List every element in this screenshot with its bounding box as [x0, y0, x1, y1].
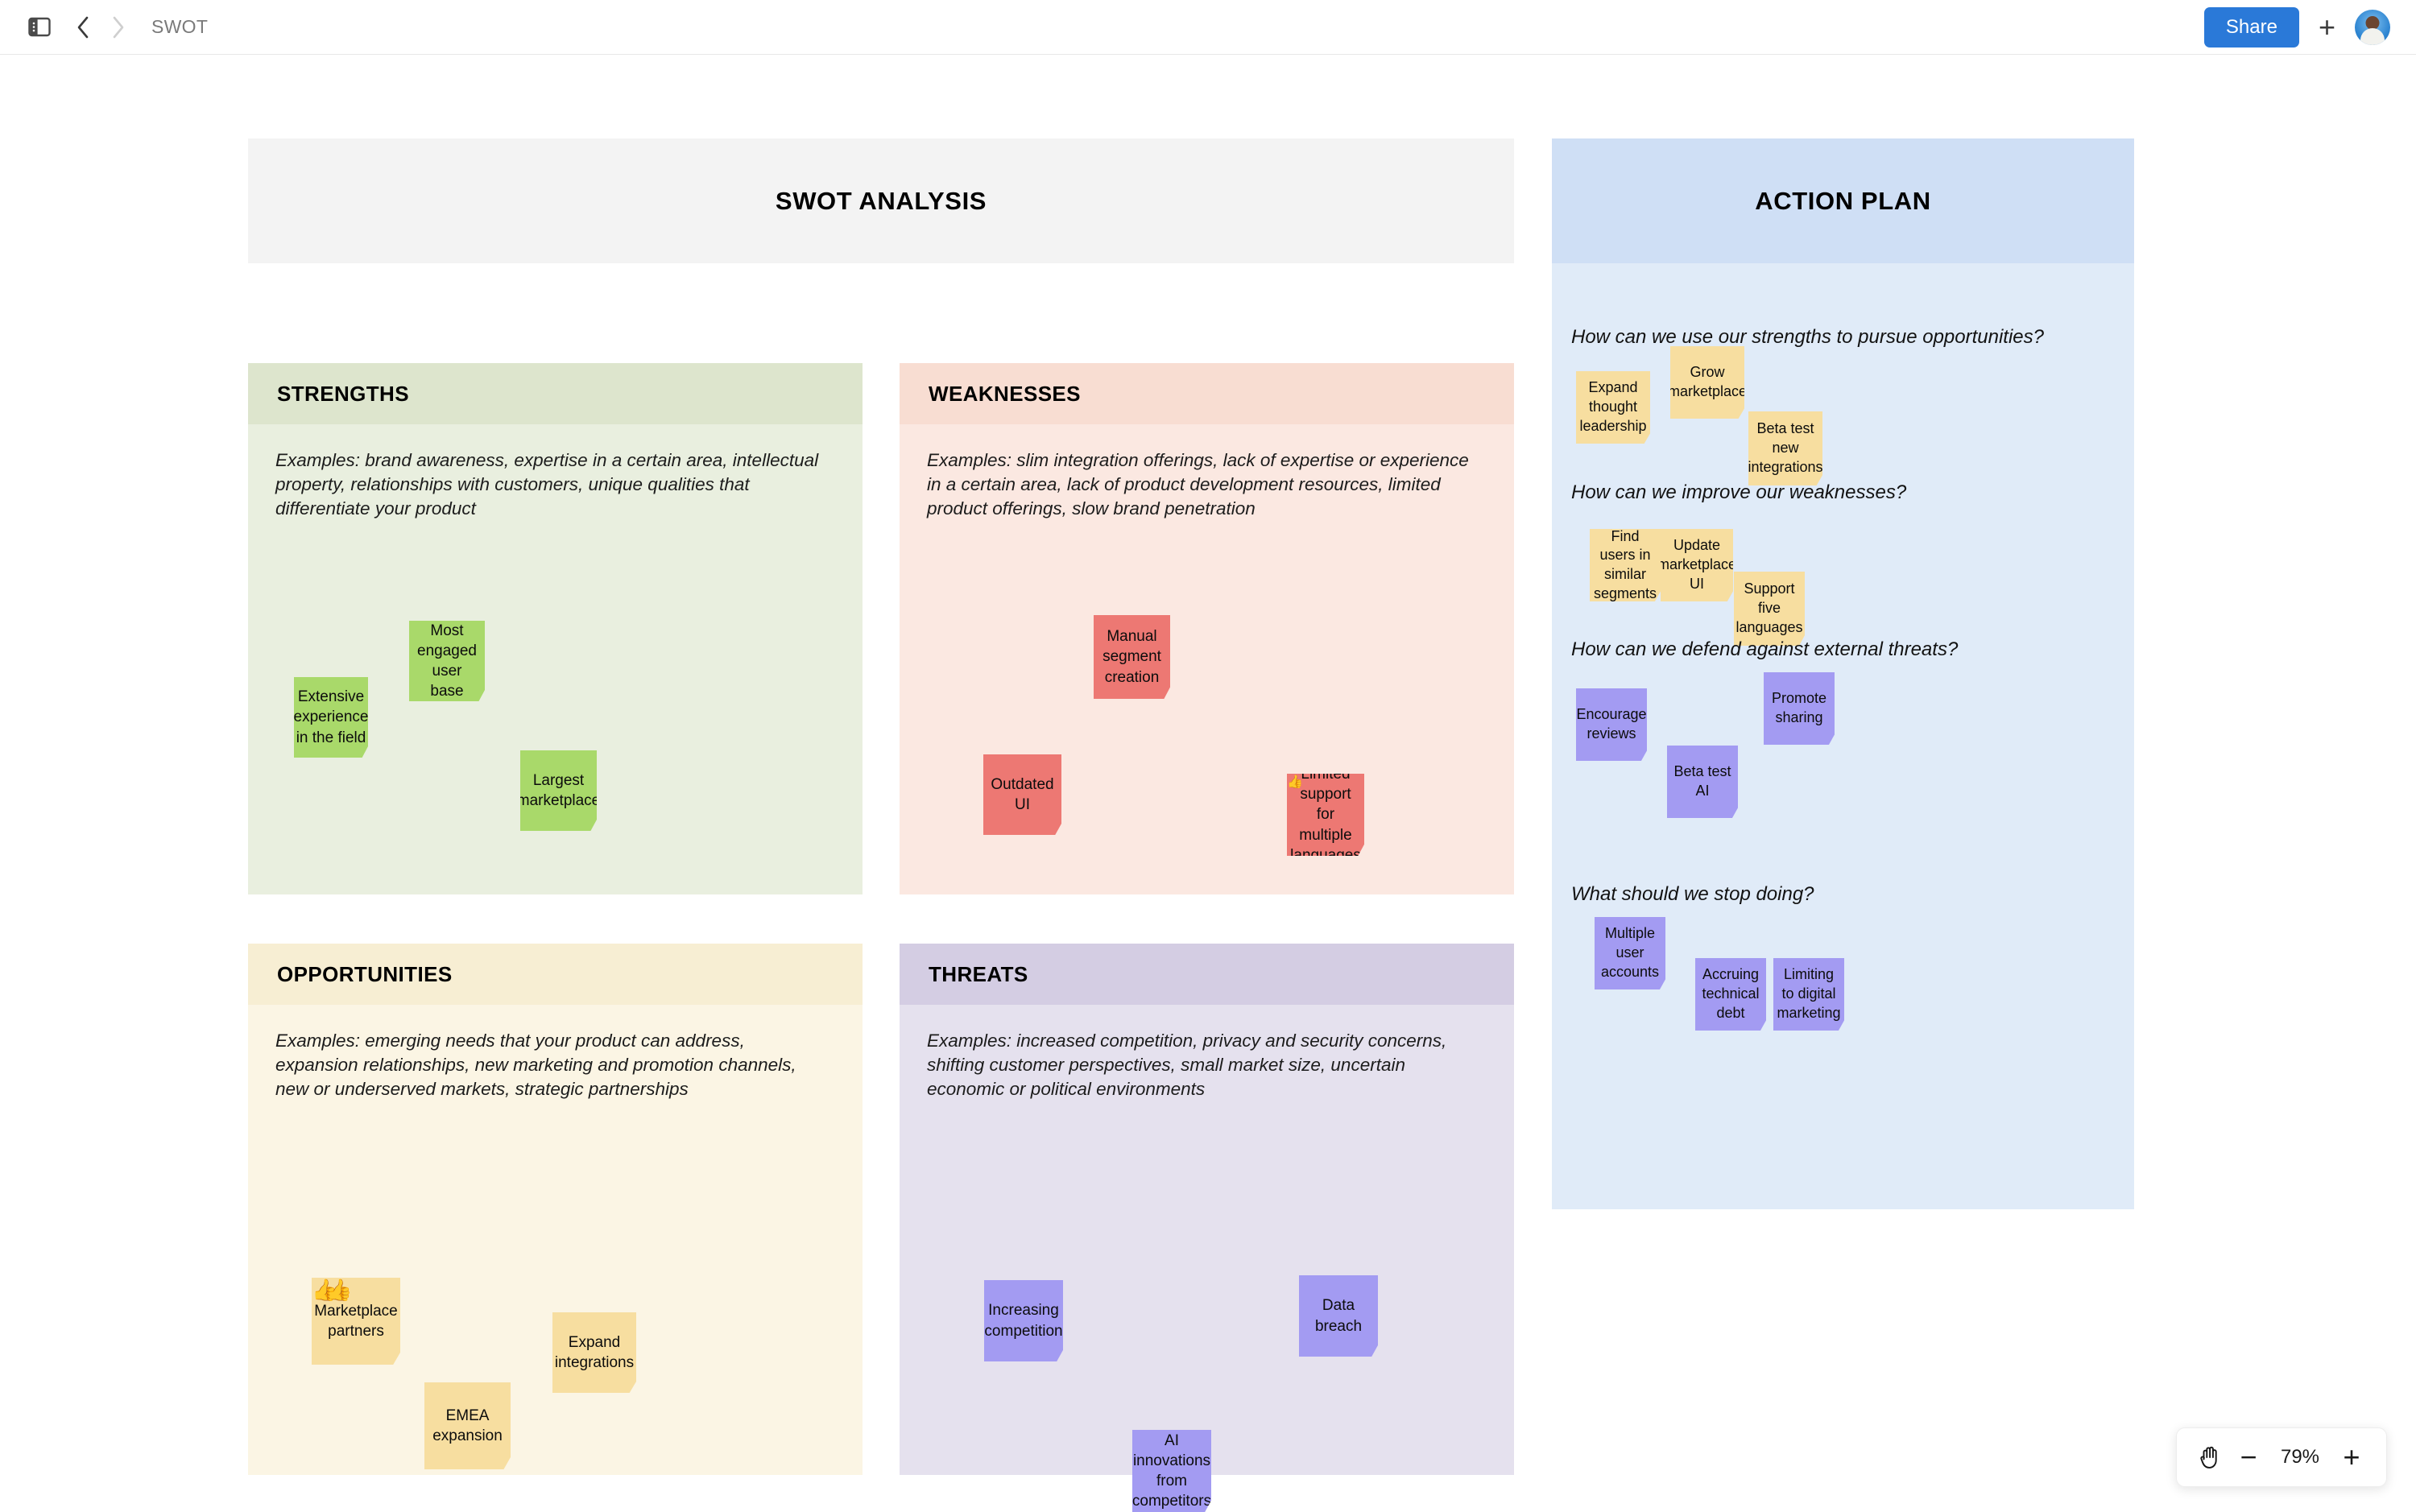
sticky-note-text: Extensive experience in the field: [294, 687, 369, 747]
quadrant-weaknesses: WEAKNESSES Examples: slim integration of…: [900, 363, 1514, 894]
sticky-note-text: Accruing technical debt: [1702, 965, 1760, 1022]
sticky-note-text: AI innovations from competitors: [1132, 1431, 1211, 1511]
action-plan-question: How can we use our strengths to pursue o…: [1571, 326, 2044, 349]
sticky-note[interactable]: Limited support for multiple languages: [1287, 774, 1364, 856]
sticky-note-text: Beta test AI: [1673, 762, 1731, 801]
quadrant-examples: Examples: increased competition, privacy…: [927, 1029, 1482, 1101]
sticky-note[interactable]: Multiple user accounts: [1595, 917, 1665, 989]
sticky-note[interactable]: Manual segment creation: [1094, 615, 1170, 699]
sticky-note-text: Data breach: [1305, 1295, 1371, 1336]
share-button[interactable]: Share: [2204, 7, 2299, 48]
quadrant-heading: STRENGTHS: [277, 382, 409, 407]
sticky-note[interactable]: Largest marketplace: [520, 750, 597, 831]
sticky-note-text: Beta test new integrations: [1748, 419, 1822, 477]
hand-icon[interactable]: [2198, 1444, 2222, 1470]
sticky-note-text: Update marketplace UI: [1657, 536, 1736, 593]
sticky-note[interactable]: Extensive experience in the field: [294, 677, 368, 758]
sticky-note[interactable]: Marketplace partners: [312, 1278, 400, 1365]
sticky-note-text: Increasing competition: [984, 1300, 1062, 1341]
swot-title: SWOT ANALYSIS: [776, 187, 987, 216]
sticky-note-text: Most engaged user base: [416, 621, 478, 701]
quadrant-header-weaknesses: WEAKNESSES: [900, 363, 1514, 424]
quadrant-header-threats: THREATS: [900, 944, 1514, 1005]
zoom-in-button[interactable]: +: [2338, 1443, 2365, 1472]
action-plan-question: How can we defend against external threa…: [1571, 638, 1958, 661]
sticky-note[interactable]: Expand integrations: [552, 1312, 636, 1393]
sticky-note-text: Expand thought leadership: [1579, 378, 1646, 436]
sticky-note[interactable]: Promote sharing: [1764, 672, 1835, 745]
sticky-note[interactable]: EMEA expansion: [424, 1382, 511, 1469]
zoom-out-button[interactable]: −: [2235, 1443, 2262, 1472]
zoom-control: − 79% +: [2176, 1427, 2387, 1487]
quadrant-strengths: STRENGTHS Examples: brand awareness, exp…: [248, 363, 863, 894]
sticky-note[interactable]: Data breach: [1299, 1275, 1378, 1357]
quadrant-header-opportunities: OPPORTUNITIES: [248, 944, 863, 1005]
sticky-note[interactable]: AI innovations from competitors: [1132, 1430, 1211, 1512]
quadrant-heading: OPPORTUNITIES: [277, 962, 453, 987]
sticky-note-text: Marketplace partners: [314, 1301, 398, 1341]
quadrant-examples: Examples: slim integration offerings, la…: [927, 448, 1482, 521]
document-title[interactable]: SWOT: [151, 16, 208, 38]
quadrant-heading: THREATS: [929, 962, 1028, 987]
action-plan-question: How can we improve our weaknesses?: [1571, 481, 1906, 504]
sticky-note-text: Support five languages: [1735, 580, 1802, 637]
topbar-actions: Share +: [2204, 7, 2390, 48]
sticky-note-text: Find users in similar segments: [1594, 527, 1657, 604]
action-plan-title: ACTION PLAN: [1755, 187, 1930, 216]
sticky-note[interactable]: Beta test AI: [1667, 746, 1738, 818]
action-plan-body[interactable]: How can we use our strengths to pursue o…: [1552, 263, 2134, 1209]
sticky-note-text: Outdated UI: [990, 775, 1055, 815]
sticky-note-text: Multiple user accounts: [1601, 924, 1659, 981]
quadrant-header-strengths: STRENGTHS: [248, 363, 863, 424]
chevron-right-icon[interactable]: [106, 14, 130, 41]
sticky-note-text: Promote sharing: [1770, 689, 1828, 728]
sticky-note-text: Grow marketplace: [1668, 363, 1747, 402]
user-avatar[interactable]: [2355, 10, 2390, 45]
action-plan-frame: ACTION PLAN How can we use our strengths…: [1552, 138, 2134, 1209]
quadrant-body-opportunities[interactable]: Examples: emerging needs that your produ…: [248, 1005, 863, 1475]
swot-title-bar: SWOT ANALYSIS: [248, 138, 1514, 263]
quadrant-body-weaknesses[interactable]: Examples: slim integration offerings, la…: [900, 424, 1514, 894]
sticky-note[interactable]: Grow marketplace: [1670, 346, 1744, 419]
board-canvas[interactable]: SWOT ANALYSIS STRENGTHS Examples: brand …: [0, 55, 2416, 1510]
sticky-note[interactable]: Find users in similar segments: [1590, 529, 1661, 601]
sticky-note-text: Largest marketplace: [517, 770, 601, 811]
quadrant-examples: Examples: emerging needs that your produ…: [275, 1029, 830, 1101]
swot-frame: SWOT ANALYSIS STRENGTHS Examples: brand …: [248, 138, 1514, 263]
sticky-note[interactable]: Most engaged user base: [409, 621, 485, 701]
sticky-note[interactable]: Support five languages: [1734, 572, 1805, 646]
sticky-note-text: Encourage reviews: [1576, 705, 1646, 744]
action-plan-title-bar: ACTION PLAN: [1552, 138, 2134, 263]
quadrant-heading: WEAKNESSES: [929, 382, 1081, 407]
sticky-note[interactable]: Accruing technical debt: [1695, 958, 1766, 1031]
sticky-note-text: Limiting to digital marketing: [1777, 965, 1840, 1022]
sticky-note[interactable]: Limiting to digital marketing: [1773, 958, 1844, 1031]
sticky-note[interactable]: Outdated UI: [983, 754, 1061, 835]
sticky-note[interactable]: Increasing competition: [984, 1280, 1063, 1361]
quadrant-body-threats[interactable]: Examples: increased competition, privacy…: [900, 1005, 1514, 1475]
zoom-level: 79%: [2275, 1446, 2325, 1469]
quadrant-opportunities: OPPORTUNITIES Examples: emerging needs t…: [248, 944, 863, 1475]
sticky-note[interactable]: Expand thought leadership: [1576, 371, 1650, 444]
top-bar: SWOT Share +: [0, 0, 2416, 55]
sticky-note-text: Expand integrations: [555, 1332, 634, 1373]
sticky-note[interactable]: Encourage reviews: [1576, 688, 1647, 761]
sticky-note[interactable]: Beta test new integrations: [1748, 411, 1822, 485]
chevron-left-icon[interactable]: [71, 14, 95, 41]
quadrant-examples: Examples: brand awareness, expertise in …: [275, 448, 830, 521]
sticky-note-text: EMEA expansion: [431, 1406, 504, 1446]
sticky-note-text: Limited support for multiple languages: [1290, 764, 1361, 865]
sidebar-panel-icon[interactable]: [26, 14, 53, 41]
sticky-note-text: Manual segment creation: [1100, 626, 1164, 687]
action-plan-question: What should we stop doing?: [1571, 883, 1814, 906]
plus-icon[interactable]: +: [2319, 13, 2335, 42]
quadrant-threats: THREATS Examples: increased competition,…: [900, 944, 1514, 1475]
quadrant-body-strengths[interactable]: Examples: brand awareness, expertise in …: [248, 424, 863, 894]
sticky-note[interactable]: Update marketplace UI: [1661, 529, 1733, 601]
